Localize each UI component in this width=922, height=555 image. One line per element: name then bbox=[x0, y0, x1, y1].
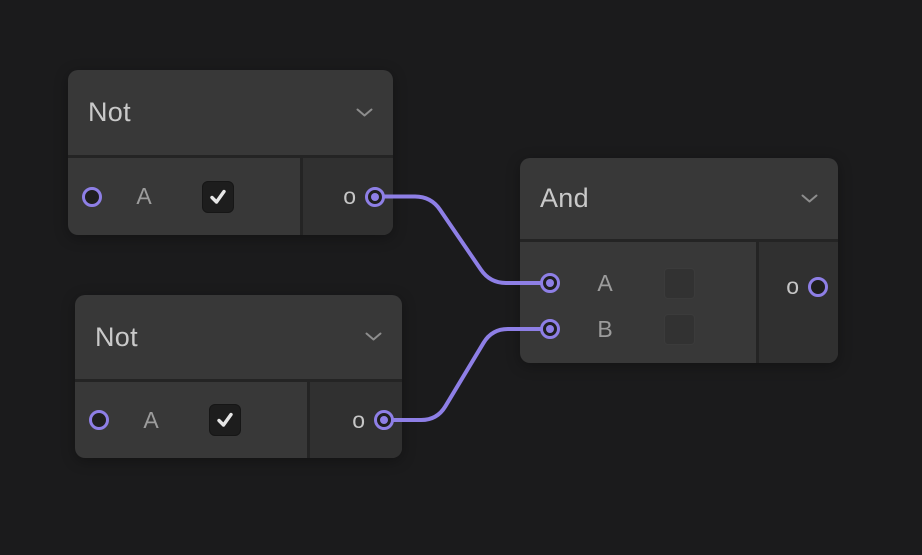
checkbox-a[interactable] bbox=[202, 180, 234, 213]
port-dot bbox=[380, 416, 388, 424]
wire-not2-to-and-b[interactable] bbox=[382, 327, 552, 422]
input-row-a: A bbox=[89, 404, 307, 436]
output-section: o bbox=[307, 382, 402, 458]
inputs-section: A B bbox=[520, 242, 756, 363]
output-port[interactable] bbox=[365, 186, 385, 207]
node-body: A B o bbox=[520, 242, 838, 363]
input-row-b: B bbox=[540, 306, 756, 352]
output-port[interactable] bbox=[374, 410, 394, 430]
node-title: And bbox=[540, 183, 589, 213]
output-label: o bbox=[786, 273, 799, 299]
chevron-down-icon[interactable] bbox=[356, 108, 373, 118]
output-row: o bbox=[343, 183, 385, 210]
input-row-a: A bbox=[82, 180, 300, 213]
output-section: o bbox=[756, 242, 838, 363]
output-port[interactable] bbox=[808, 276, 828, 297]
input-label: B bbox=[597, 315, 613, 342]
output-row: o bbox=[786, 273, 828, 300]
inputs-section: A bbox=[68, 158, 300, 235]
output-row: o bbox=[352, 407, 394, 434]
node-and[interactable]: And A B o bbox=[520, 158, 838, 363]
port-dot bbox=[546, 325, 554, 333]
chevron-down-icon[interactable] bbox=[801, 194, 818, 204]
node-body: A o bbox=[68, 158, 393, 235]
checkbox-a-disabled bbox=[664, 267, 695, 299]
input-row-a: A bbox=[540, 260, 756, 306]
node-title: Not bbox=[88, 97, 131, 127]
node-not-2-header[interactable]: Not bbox=[75, 295, 402, 382]
input-label: A bbox=[143, 406, 159, 433]
output-label: o bbox=[352, 406, 365, 433]
output-label: o bbox=[343, 183, 356, 209]
input-label: A bbox=[136, 183, 152, 209]
node-and-header[interactable]: And bbox=[520, 158, 838, 242]
input-label: A bbox=[597, 269, 613, 296]
input-port-a[interactable] bbox=[89, 410, 109, 430]
wire-not1-to-and-a[interactable] bbox=[373, 194, 552, 285]
node-not-1-header[interactable]: Not bbox=[68, 70, 393, 158]
node-not-2[interactable]: Not A o bbox=[75, 295, 402, 458]
inputs-section: A bbox=[75, 382, 307, 458]
chevron-down-icon[interactable] bbox=[365, 332, 382, 342]
input-port-a[interactable] bbox=[540, 273, 560, 293]
port-dot bbox=[371, 192, 379, 201]
node-body: A o bbox=[75, 382, 402, 458]
checkbox-a[interactable] bbox=[209, 404, 241, 436]
node-title: Not bbox=[95, 321, 138, 352]
node-not-1[interactable]: Not A o bbox=[68, 70, 393, 235]
port-dot bbox=[546, 279, 554, 287]
output-section: o bbox=[300, 158, 393, 235]
input-port-b[interactable] bbox=[540, 319, 560, 339]
input-port-a[interactable] bbox=[82, 186, 102, 207]
checkbox-b-disabled bbox=[664, 313, 695, 345]
